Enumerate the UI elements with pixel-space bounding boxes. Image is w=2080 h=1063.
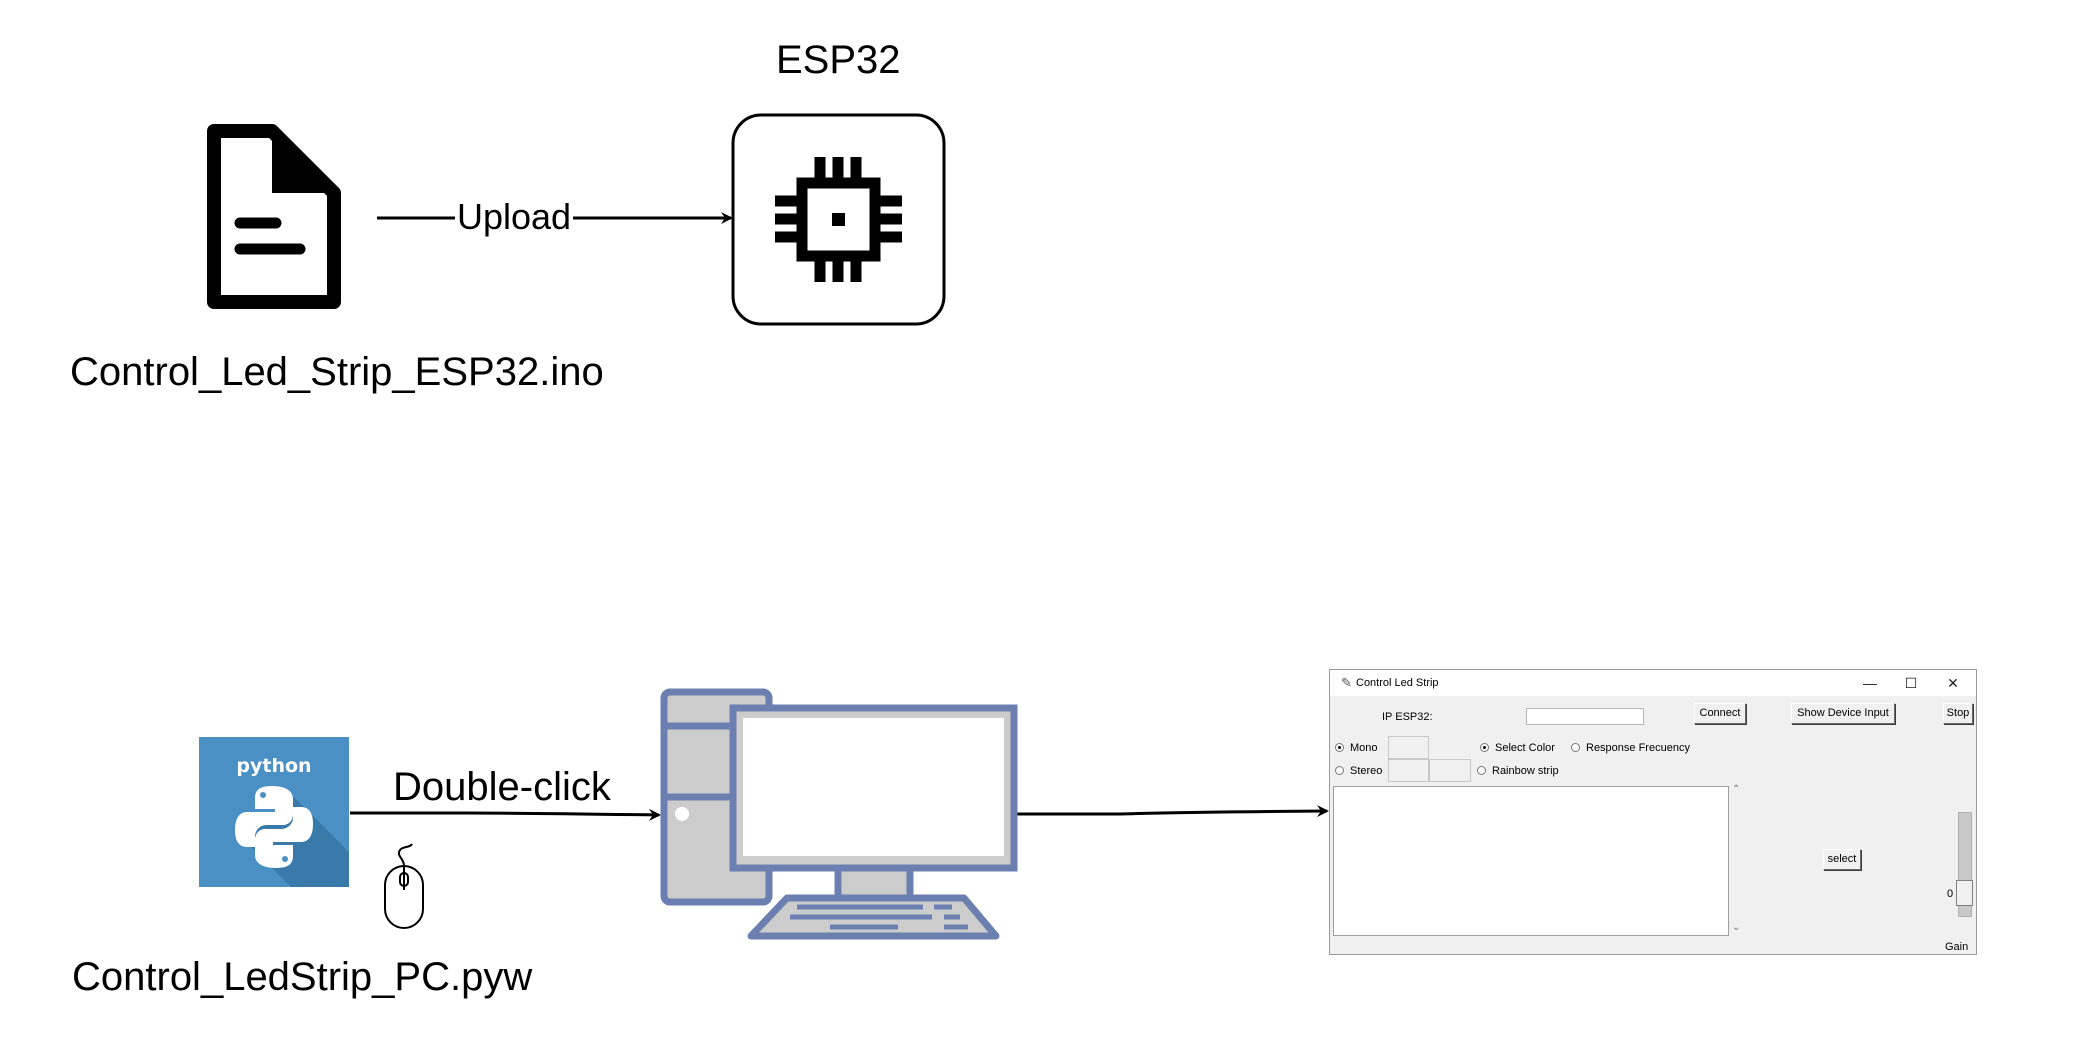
window-title: Control Led Strip (1356, 677, 1439, 689)
double-click-label: Double-click (393, 765, 611, 809)
close-button[interactable]: ✕ (1947, 675, 1959, 691)
computer-to-app-arrow (1015, 805, 1329, 818)
double-click-arrow (350, 808, 661, 821)
upload-label: Upload (455, 196, 574, 238)
stereo-color-swatch-right[interactable] (1429, 759, 1471, 782)
ino-file-name: Control_Led_Strip_ESP32.ino (70, 350, 604, 394)
gain-label: Gain (1945, 941, 1969, 953)
rainbow-strip-radio[interactable]: Rainbow strip (1477, 764, 1559, 778)
document-icon (207, 124, 341, 309)
stop-button[interactable]: Stop (1943, 703, 1973, 724)
gain-value: 0 (1947, 888, 1954, 900)
select-color-label: Select Color (1495, 742, 1555, 754)
scroll-down-icon[interactable]: ⌄ (1732, 922, 1741, 933)
python-file-icon: python (199, 737, 349, 887)
device-output-textarea[interactable] (1333, 786, 1729, 936)
feather-icon: ✎ (1341, 675, 1352, 690)
scroll-up-icon[interactable]: ⌃ (1732, 784, 1741, 795)
esp32-title: ESP32 (776, 38, 901, 82)
stereo-color-swatch-left[interactable] (1388, 759, 1429, 782)
stereo-label: Stereo (1350, 765, 1383, 777)
control-led-strip-window: ✎ Control Led Strip — ☐ ✕ IP ESP32: Conn… (1329, 669, 1977, 955)
stereo-radio[interactable]: Stereo (1335, 764, 1382, 778)
computer-icon (660, 688, 1018, 940)
show-device-input-button[interactable]: Show Device Input (1791, 703, 1895, 724)
python-logo-text: python (236, 755, 312, 777)
radio-icon (1571, 743, 1580, 752)
response-frecuency-radio[interactable]: Response Frecuency (1571, 741, 1690, 755)
connect-button[interactable]: Connect (1694, 703, 1746, 724)
mono-color-swatch[interactable] (1388, 736, 1429, 759)
ip-esp32-label: IP ESP32: (1382, 711, 1433, 723)
response-frecuency-label: Response Frecuency (1586, 742, 1690, 754)
esp32-chip-icon (731, 113, 946, 326)
window-titlebar: ✎ Control Led Strip — ☐ ✕ (1330, 670, 1976, 696)
python-logo-icon (235, 786, 349, 887)
maximize-button[interactable]: ☐ (1904, 675, 1918, 691)
mouse-icon (384, 843, 424, 929)
gain-slider-handle[interactable] (1956, 880, 1973, 906)
radio-selected-icon (1480, 743, 1489, 752)
ip-esp32-input[interactable] (1526, 708, 1644, 725)
radio-icon (1477, 766, 1486, 775)
mono-radio[interactable]: Mono (1335, 741, 1378, 755)
select-button[interactable]: select (1823, 849, 1861, 870)
select-color-radio[interactable]: Select Color (1480, 741, 1555, 755)
radio-icon (1335, 766, 1344, 775)
minimize-button[interactable]: — (1863, 675, 1877, 691)
pyw-file-name: Control_LedStrip_PC.pyw (72, 955, 533, 999)
mono-label: Mono (1350, 742, 1378, 754)
radio-selected-icon (1335, 743, 1344, 752)
rainbow-strip-label: Rainbow strip (1492, 765, 1559, 777)
